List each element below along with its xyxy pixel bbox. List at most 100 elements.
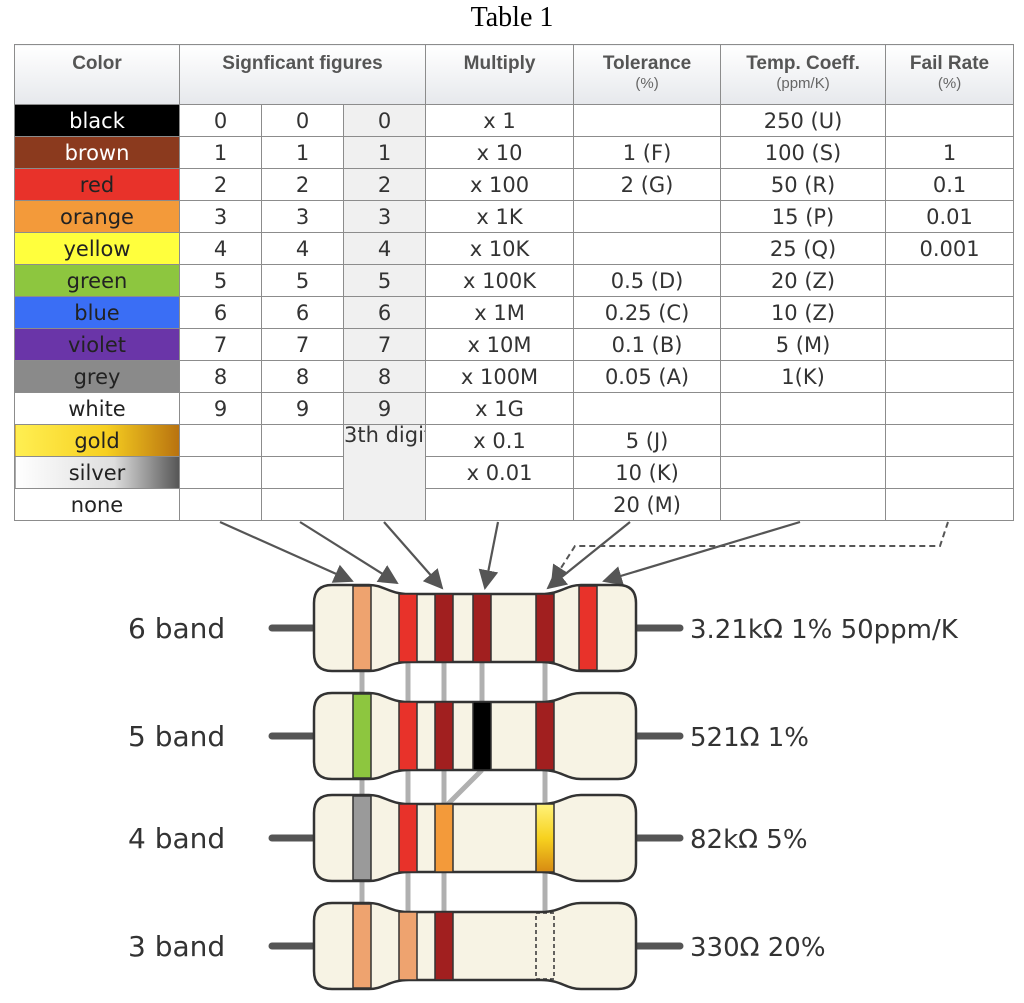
multiply-cell: x 100 — [425, 168, 575, 201]
multiply-cell: x 1M — [425, 296, 575, 329]
fail-rate-cell — [885, 456, 1015, 489]
digit1-cell: 1 — [179, 136, 262, 169]
fail-rate-cell — [885, 488, 1015, 521]
color-cell: yellow — [14, 232, 180, 265]
tolerance-cell: 20 (M) — [573, 488, 722, 521]
temp-coeff-cell: 10 (Z) — [720, 296, 887, 329]
digit1-cell: 7 — [179, 328, 262, 361]
resistor-band — [398, 911, 418, 981]
multiply-cell: x 1 — [425, 104, 575, 137]
resistor-value-label: 82kΩ 5% — [690, 825, 808, 855]
digit3-cell: 9 — [342, 392, 427, 425]
color-cell: silver — [14, 456, 180, 489]
resistor-band — [398, 593, 418, 663]
tolerance-cell: 1 (F) — [573, 136, 722, 169]
color-cell: none — [14, 488, 180, 521]
digit2-cell: 7 — [261, 328, 344, 361]
temp-coeff-cell — [720, 456, 887, 489]
header-color: Color — [14, 44, 180, 105]
header-tolerance: Tolerance(%) — [573, 44, 722, 105]
temp-coeff-cell: 50 (R) — [720, 168, 887, 201]
digit1-cell: 2 — [179, 168, 262, 201]
temp-coeff-cell: 1(K) — [720, 360, 887, 393]
resistor-band — [535, 912, 555, 980]
tolerance-cell: 5 (J) — [573, 424, 722, 457]
header-significant-figures: Signficant figures — [178, 44, 427, 105]
color-cell: blue — [14, 296, 180, 329]
color-code-table: Color Signficant figures Multiply Tolera… — [14, 44, 1015, 521]
band-count-label: 4 band — [128, 822, 225, 855]
digit3-cell: 0 — [342, 104, 427, 137]
tolerance-cell — [573, 200, 722, 233]
header-multiply: Multiply — [425, 44, 575, 105]
resistor-band — [434, 803, 454, 873]
arrow-line — [299, 521, 399, 585]
resistor-4: 3 band 330Ω 20% — [128, 901, 826, 991]
tolerance-cell — [573, 232, 722, 265]
digit3-cell: 7 — [342, 328, 427, 361]
connector-line — [442, 768, 484, 810]
temp-coeff-cell: 25 (Q) — [720, 232, 887, 265]
color-cell: green — [14, 264, 180, 297]
resistor-band — [352, 585, 372, 671]
digit3-cell: 4 — [342, 232, 427, 265]
digit3-cell: 6 — [342, 296, 427, 329]
pointer-arrows — [219, 520, 949, 590]
digit1-cell: 6 — [179, 296, 262, 329]
arrow-line — [478, 521, 500, 590]
arrow-line — [219, 520, 354, 583]
digit3-cell: 2 — [342, 168, 427, 201]
fail-rate-cell: 0.001 — [885, 232, 1015, 265]
resistor-band — [434, 701, 454, 771]
color-cell: violet — [14, 328, 180, 361]
arrow-line — [602, 520, 801, 586]
tolerance-cell — [573, 104, 722, 137]
multiply-cell: x 100K — [425, 264, 575, 297]
table-title: Table 1 — [470, 2, 554, 33]
resistor-band — [434, 593, 454, 663]
color-cell: red — [14, 168, 180, 201]
resistor-band — [398, 803, 418, 873]
table-row: none 20 (M) — [14, 488, 1015, 521]
resistor-band — [578, 585, 598, 671]
temp-coeff-cell — [720, 488, 887, 521]
resistor-band — [352, 903, 372, 989]
color-cell: black — [14, 104, 180, 137]
arrow-line — [546, 521, 631, 590]
temp-coeff-cell: 100 (S) — [720, 136, 887, 169]
digit2-cell: 5 — [261, 264, 344, 297]
band-count-label: 3 band — [128, 930, 225, 963]
digit1-cell — [179, 488, 262, 521]
multiply-cell: x 10M — [425, 328, 575, 361]
fail-rate-cell: 0.1 — [885, 168, 1015, 201]
temp-coeff-cell — [720, 392, 887, 425]
band-count-label: 5 band — [128, 720, 225, 753]
resistor-3: 4 band 82kΩ 5% — [128, 793, 808, 883]
resistor-value-label: 330Ω 20% — [690, 933, 826, 963]
header-row: Color Signficant figures Multiply Tolera… — [14, 44, 1015, 105]
digit3-cell: 5 — [342, 264, 427, 297]
dashed-arrow — [551, 521, 949, 584]
header-fail-rate: Fail Rate(%) — [885, 44, 1015, 105]
digit3-cell: 1 — [342, 136, 427, 169]
fail-rate-cell — [885, 360, 1015, 393]
digit3-cell: 3 — [342, 200, 427, 233]
fail-rate-cell: 0.01 — [885, 200, 1015, 233]
resistor-band — [535, 803, 555, 873]
resistor-body — [312, 901, 638, 991]
resistor-band — [434, 911, 454, 981]
color-cell: orange — [14, 200, 180, 233]
